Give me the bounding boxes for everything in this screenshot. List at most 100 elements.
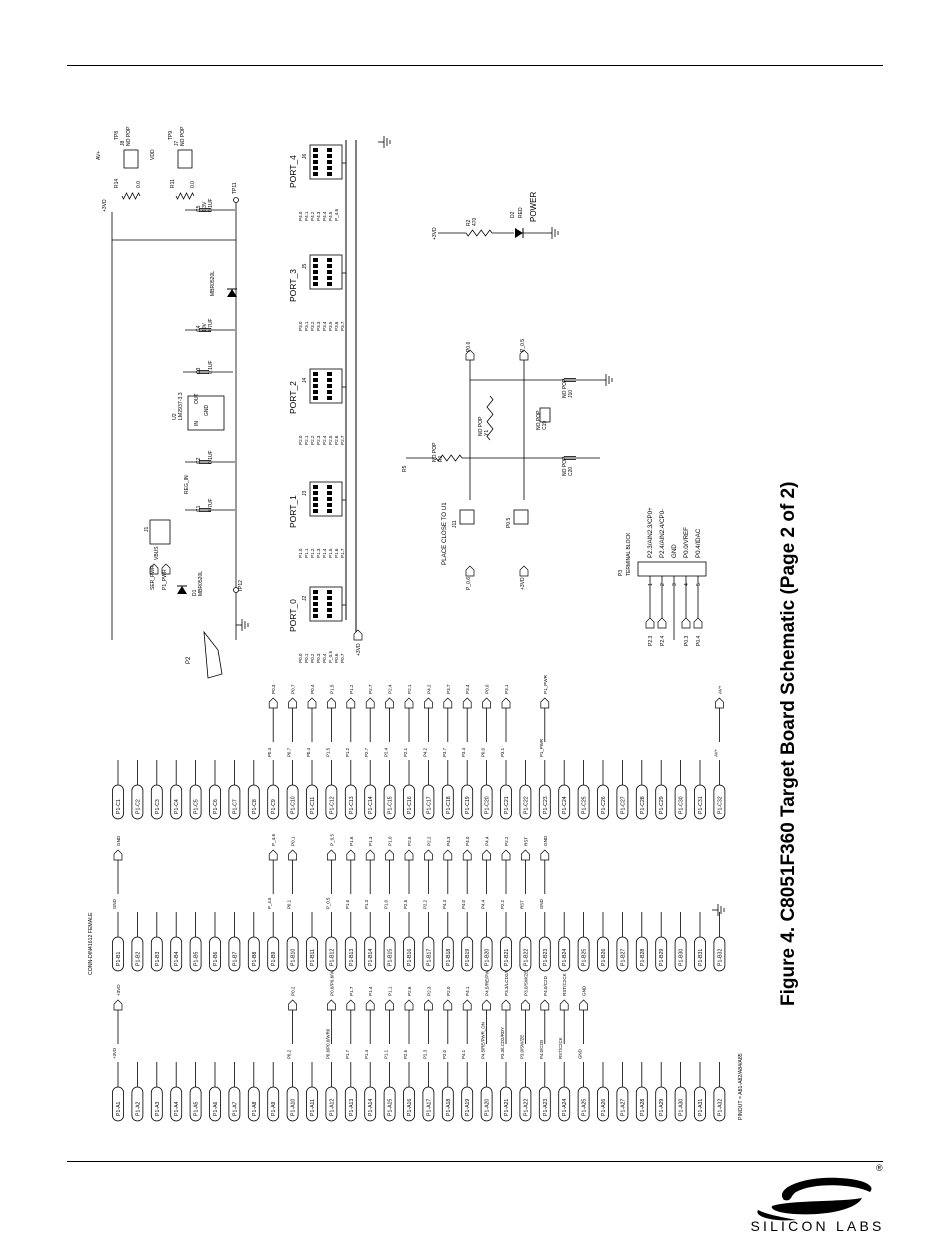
- connector-net-tag-a10: [288, 999, 297, 1011]
- crystal-jumper-j10: [459, 509, 475, 525]
- connector-net-tag-a24: [559, 999, 569, 1011]
- connector-net-tag-label-c20: P0.0: [485, 684, 490, 694]
- connector-net-b16: P2.5: [403, 899, 408, 909]
- port-pin-label-1-2: P1.2: [310, 548, 315, 558]
- port-ref-0: J2: [302, 596, 308, 602]
- connector-net-c11: P0.4: [306, 747, 311, 757]
- crystal-tag-p_05: [465, 565, 475, 577]
- led-label-color: RED: [518, 207, 524, 218]
- port-pin-2-0-1: [327, 372, 332, 376]
- terminal-net-label-1: P2.4: [660, 635, 666, 646]
- connector-pin-label-b21: P1-B21: [504, 949, 510, 966]
- power-label-r14: R14: [114, 179, 120, 188]
- connector-net-c32: AV+: [713, 748, 718, 757]
- connector-net-b9: P_4.6: [267, 897, 272, 909]
- silicon-labs-logo-icon: [757, 1177, 872, 1221]
- connector-pin-label-c6: P1-C6: [213, 799, 219, 814]
- connector-pin-label-b24: P1-B24: [562, 949, 568, 966]
- connector-net-tag-label-c23: P1_PWR: [543, 674, 548, 694]
- connector-net-b15: P1.0: [384, 899, 389, 909]
- connector-net-tag-label-a19: P4.1: [465, 986, 470, 996]
- port-pin-label-1-0: P1.0: [298, 548, 303, 558]
- power-label-p1pwr: P1_PWR: [162, 569, 168, 590]
- connector-net-tag-a13: [346, 999, 356, 1011]
- power-label-c4-value: 4.7UF: [208, 318, 214, 332]
- port-pin-4-1-0: [313, 154, 318, 158]
- connector-pin-label-a11: P1-A11: [310, 1099, 316, 1116]
- connector-net-tag-label-c21: P3.1: [504, 684, 509, 694]
- connector-pin-label-b14: P1-B14: [368, 949, 374, 966]
- port-pin-label-3-7: P3.7: [340, 321, 345, 331]
- connector-pin-label-b30: P1-B30: [679, 949, 685, 966]
- terminal-ref: P3: [618, 570, 624, 576]
- connector-net-tag-a21: [501, 999, 511, 1011]
- connector-net-tag-label-c16: P2.1: [407, 684, 412, 694]
- connector-net-tag-b22: [521, 849, 530, 861]
- connector-pin-label-c1: P1-C1: [116, 799, 122, 814]
- connector-net-tag-label-a18: P2.0: [446, 986, 451, 996]
- connector-net-tag-c12: [327, 697, 336, 709]
- connector-net-a22: P3.0/SW/ZE: [519, 1035, 524, 1059]
- port-pin-0-4-0: [313, 614, 318, 618]
- port-pin-3-1-0: [313, 264, 318, 268]
- connector-pin-label-b6: P1-B6: [213, 951, 219, 966]
- connector-pin-label-b15: P1-B15: [388, 949, 394, 966]
- terminal-net-tag-1: [657, 617, 667, 629]
- connector-pin-label-b29: P1-B29: [659, 949, 665, 966]
- power-label-c3-value: 0.1UF: [208, 360, 214, 374]
- figure-caption-text: Figure 4. C8051F360 Target Board Schemat…: [778, 481, 799, 1006]
- connector-part-label: CONN-DIN41612 FEMALE: [88, 912, 94, 975]
- connector-net-tag-label-b10: P0.1: [291, 836, 296, 846]
- power-label-d2-part: MBR0520L: [210, 271, 216, 296]
- crystal-resistor-r5: [435, 454, 463, 462]
- port-pin-label-1-1: P1.1: [304, 548, 309, 558]
- port-pin-label-0-7: P0.7: [340, 653, 345, 663]
- crystal-label-6: C19: [542, 421, 548, 430]
- connector-net-tag-label-b12: P_0.5: [329, 834, 334, 846]
- connector-net-tag-c9: [268, 697, 278, 709]
- connector-net-tag-label-b15: P1.0: [388, 836, 393, 846]
- crystal-label-7: NO POP: [562, 456, 568, 476]
- port-pin-label-3-6: P3.6: [334, 321, 339, 331]
- led-rail-label: +3VD: [432, 227, 438, 240]
- led-label-d2: D2: [510, 211, 516, 218]
- power-label-u2-part: LM2937-3.3: [178, 392, 184, 420]
- port-pin-1-0-1: [327, 485, 332, 489]
- port-pin-4-2-1: [327, 160, 332, 164]
- connector-net-a13: P1.7: [345, 1049, 350, 1059]
- connector-net-tag-a1: [113, 999, 123, 1011]
- connector-net-tag-b15: [385, 849, 394, 861]
- power-testpoint-tp12: [233, 587, 239, 593]
- port-pin-1-3-1: [327, 503, 332, 507]
- connector-net-tag-label-b13: P1.6: [349, 836, 354, 846]
- connector-pin-label-b26: P1-B26: [601, 949, 607, 966]
- power-label-c2-value: 0.1UF: [208, 450, 214, 464]
- crystal-tag-p06: [519, 349, 529, 361]
- connector-pin-label-c24: P1-C24: [562, 796, 568, 814]
- connector-pin-label-b25: P1-B25: [582, 949, 588, 966]
- connector-net-c17: P4.2: [422, 747, 427, 757]
- connector-net-a19: P4.1: [461, 1049, 466, 1059]
- connector-net-tag-b1: [113, 849, 123, 861]
- connector-net-tag-b10: [288, 849, 297, 861]
- port-pin-4-0-1: [327, 148, 332, 152]
- connector-net-tag-label-c12: P1.5: [329, 684, 334, 694]
- terminal-func-0: P2.3/AIN2.3/CP0+: [647, 507, 654, 558]
- port-pin-0-2-0: [313, 602, 318, 606]
- connector-pin-label-a9: P1-A9: [271, 1101, 277, 1116]
- power-diode-d2: [227, 289, 237, 297]
- connector-pin-label-a10: P1-A10: [291, 1099, 297, 1116]
- crystal-y1: [539, 407, 551, 423]
- port-name-4: PORT_4: [288, 155, 298, 188]
- port-pin-label-3-1: P3.1: [304, 321, 309, 331]
- crystal-label-14: P_0.5: [520, 339, 526, 352]
- connector-net-tag-c20: [482, 697, 491, 709]
- port-pin-4-3-0: [313, 166, 318, 170]
- connector-net-a21: P3.3/LCD2/RDY: [500, 1027, 505, 1059]
- port-pin-0-1-0: [313, 596, 318, 600]
- port-pin-4-4-1: [327, 172, 332, 176]
- connector-net-tag-label-a23: P4.0/C2D: [543, 975, 548, 996]
- port-pin-2-2-1: [327, 384, 332, 388]
- connector-net-tag-label-c18: P3.7: [446, 684, 451, 694]
- terminal-func-1: P2.4/AIN2.4/CP0-: [659, 509, 666, 558]
